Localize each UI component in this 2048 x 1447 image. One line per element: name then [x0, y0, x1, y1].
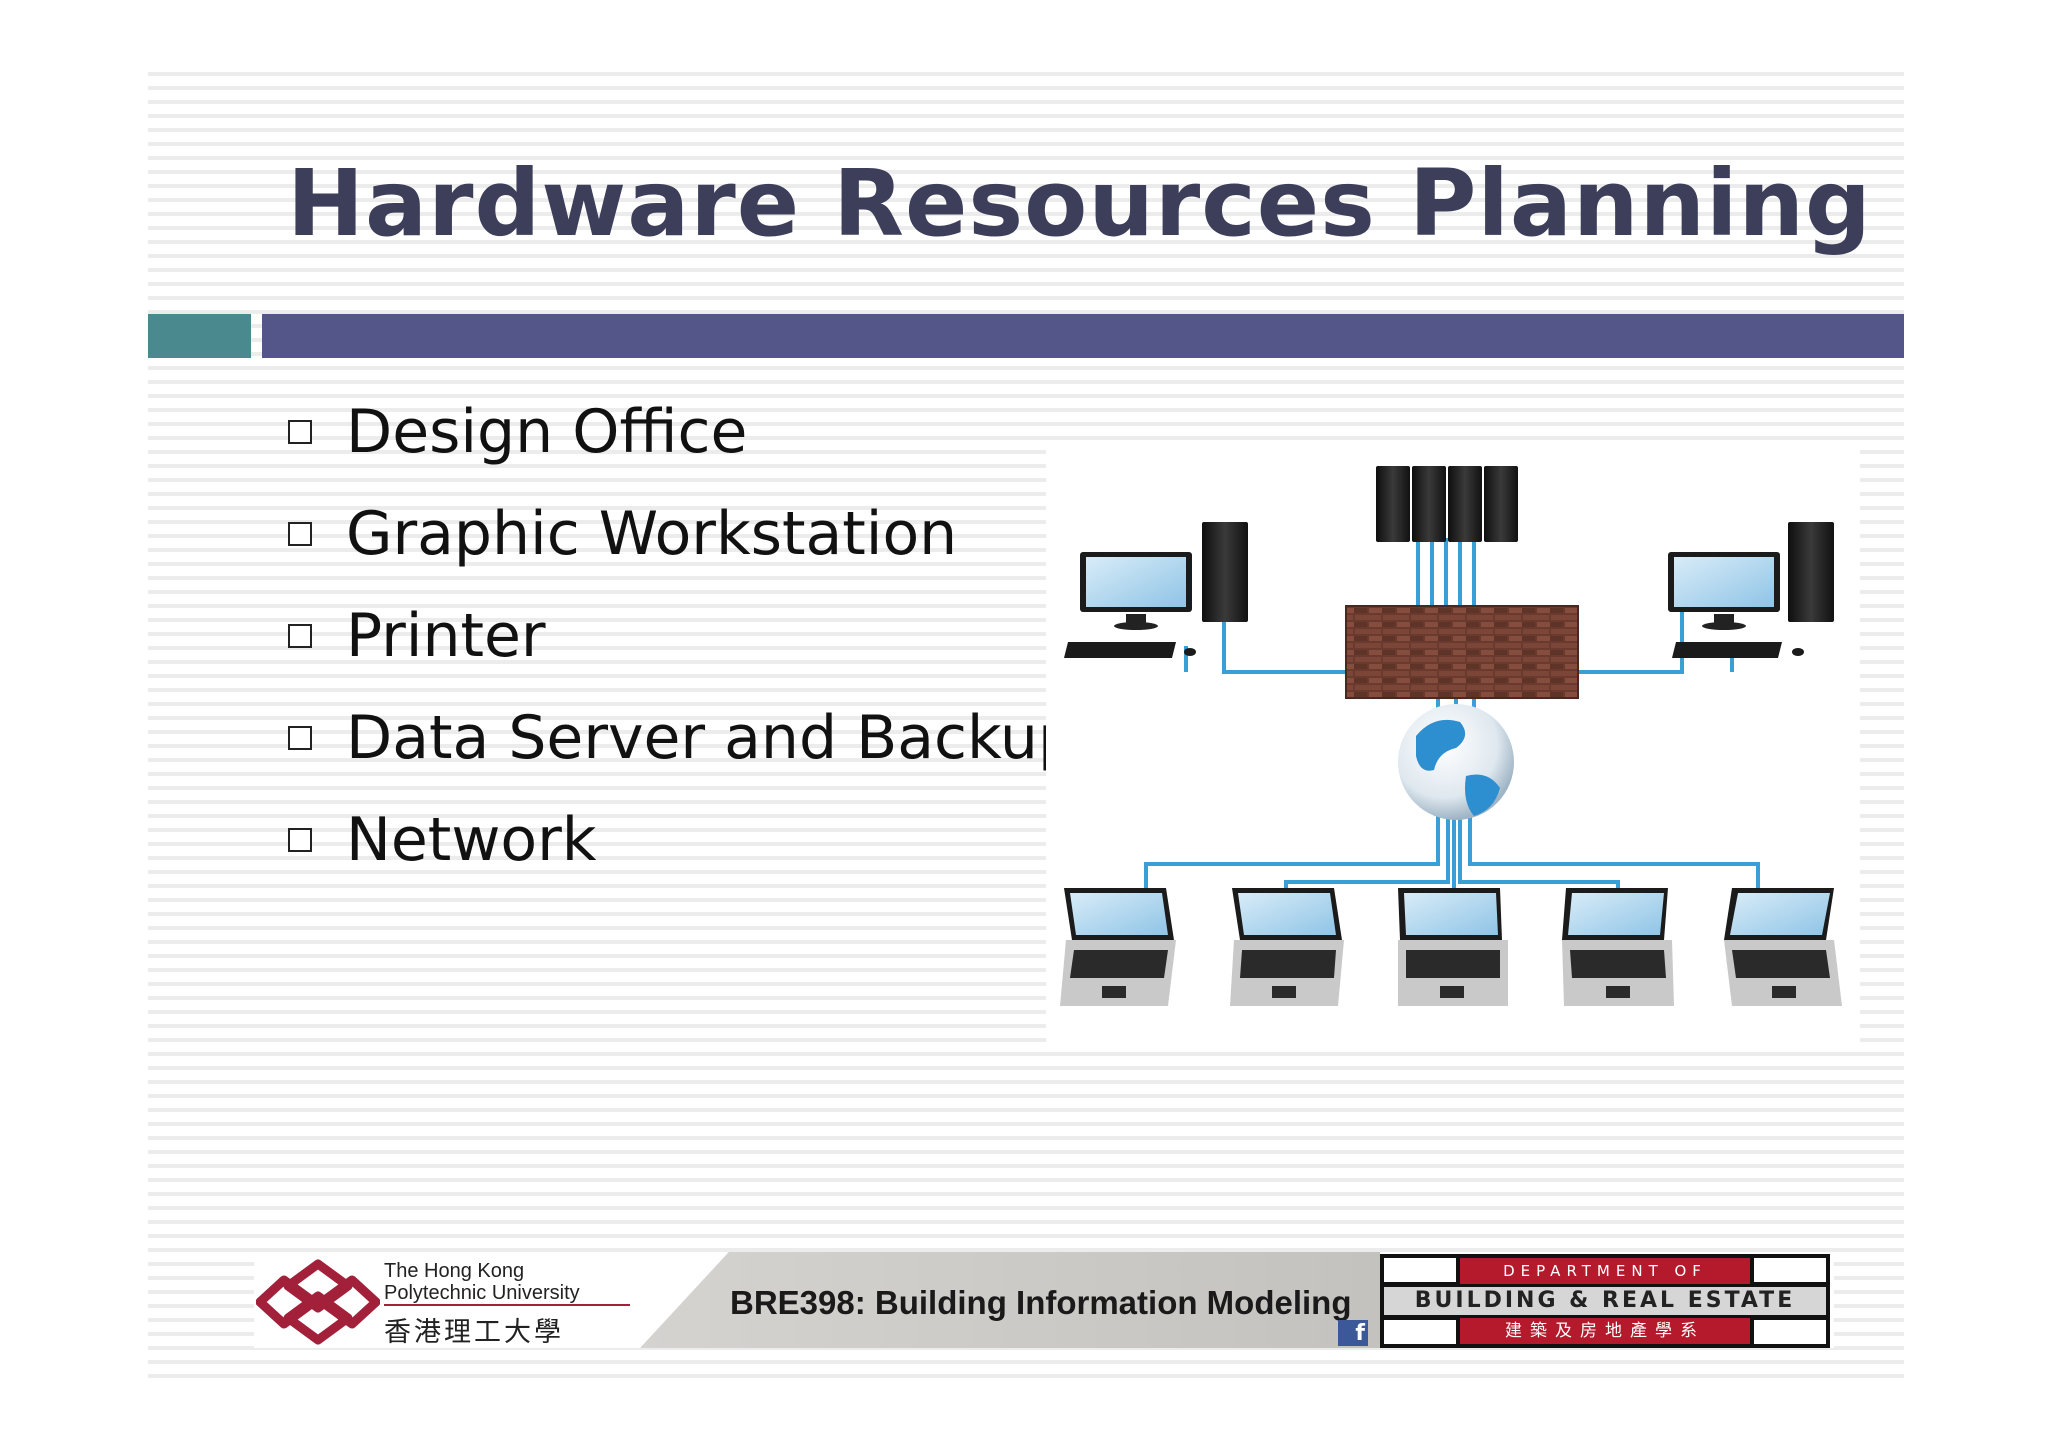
laptop-icon: [1398, 888, 1508, 1006]
university-name-en: The Hong Kong Polytechnic University: [384, 1260, 580, 1304]
course-title: BRE398: Building Information Modeling: [730, 1284, 1352, 1321]
bullet-text: Data Server and Backup: [346, 703, 1077, 773]
department-logo: DEPARTMENT OF BUILDING & REAL ESTATE 建築及…: [1380, 1254, 1830, 1348]
facebook-icon[interactable]: f: [1338, 1320, 1368, 1346]
dept-label-top: DEPARTMENT OF: [1460, 1258, 1750, 1284]
firewall-icon: [1345, 605, 1579, 699]
dept-logo-panel: [1384, 1320, 1456, 1344]
square-bullet-icon: [288, 726, 312, 750]
dept-logo-panel: [1384, 1258, 1456, 1282]
dept-logo-panel: [1754, 1320, 1826, 1344]
desktop-computer-icon: [1668, 522, 1834, 658]
laptop-icon: [1060, 888, 1176, 1006]
laptop-icon: [1230, 888, 1344, 1006]
laptop-icon: [1724, 888, 1842, 1006]
square-bullet-icon: [288, 420, 312, 444]
bullet-text: Printer: [346, 601, 546, 671]
network-diagram-image: [1046, 446, 1860, 1046]
title-accent-bar-teal: [148, 314, 251, 358]
server-rack-icon: [1376, 466, 1518, 542]
university-name-zh: 香港理工大學: [384, 1317, 564, 1348]
dept-logo-panel: [1754, 1258, 1826, 1282]
slide-title: Hardware Resources Planning: [287, 150, 1872, 257]
desktop-computer-icon: [1064, 522, 1248, 658]
bullet-text: Network: [346, 805, 597, 875]
university-name-line1: The Hong Kong: [384, 1260, 525, 1282]
polyu-logo-icon: [256, 1259, 380, 1345]
network-diagram-svg: [1060, 466, 1842, 1006]
university-name-divider: [384, 1304, 630, 1306]
laptop-icon: [1562, 888, 1674, 1006]
bullet-text: Graphic Workstation: [346, 499, 958, 569]
square-bullet-icon: [288, 828, 312, 852]
bullet-text: Design Office: [346, 397, 748, 467]
dept-label-zh: 建築及房地產學系: [1460, 1318, 1750, 1344]
footer-course-banner: [640, 1252, 1380, 1348]
dept-label-main: BUILDING & REAL ESTATE: [1384, 1287, 1826, 1315]
square-bullet-icon: [288, 522, 312, 546]
square-bullet-icon: [288, 624, 312, 648]
title-accent-bar-purple: [262, 314, 1904, 358]
university-name-line2: Polytechnic University: [384, 1282, 580, 1304]
globe-icon: [1398, 704, 1514, 820]
